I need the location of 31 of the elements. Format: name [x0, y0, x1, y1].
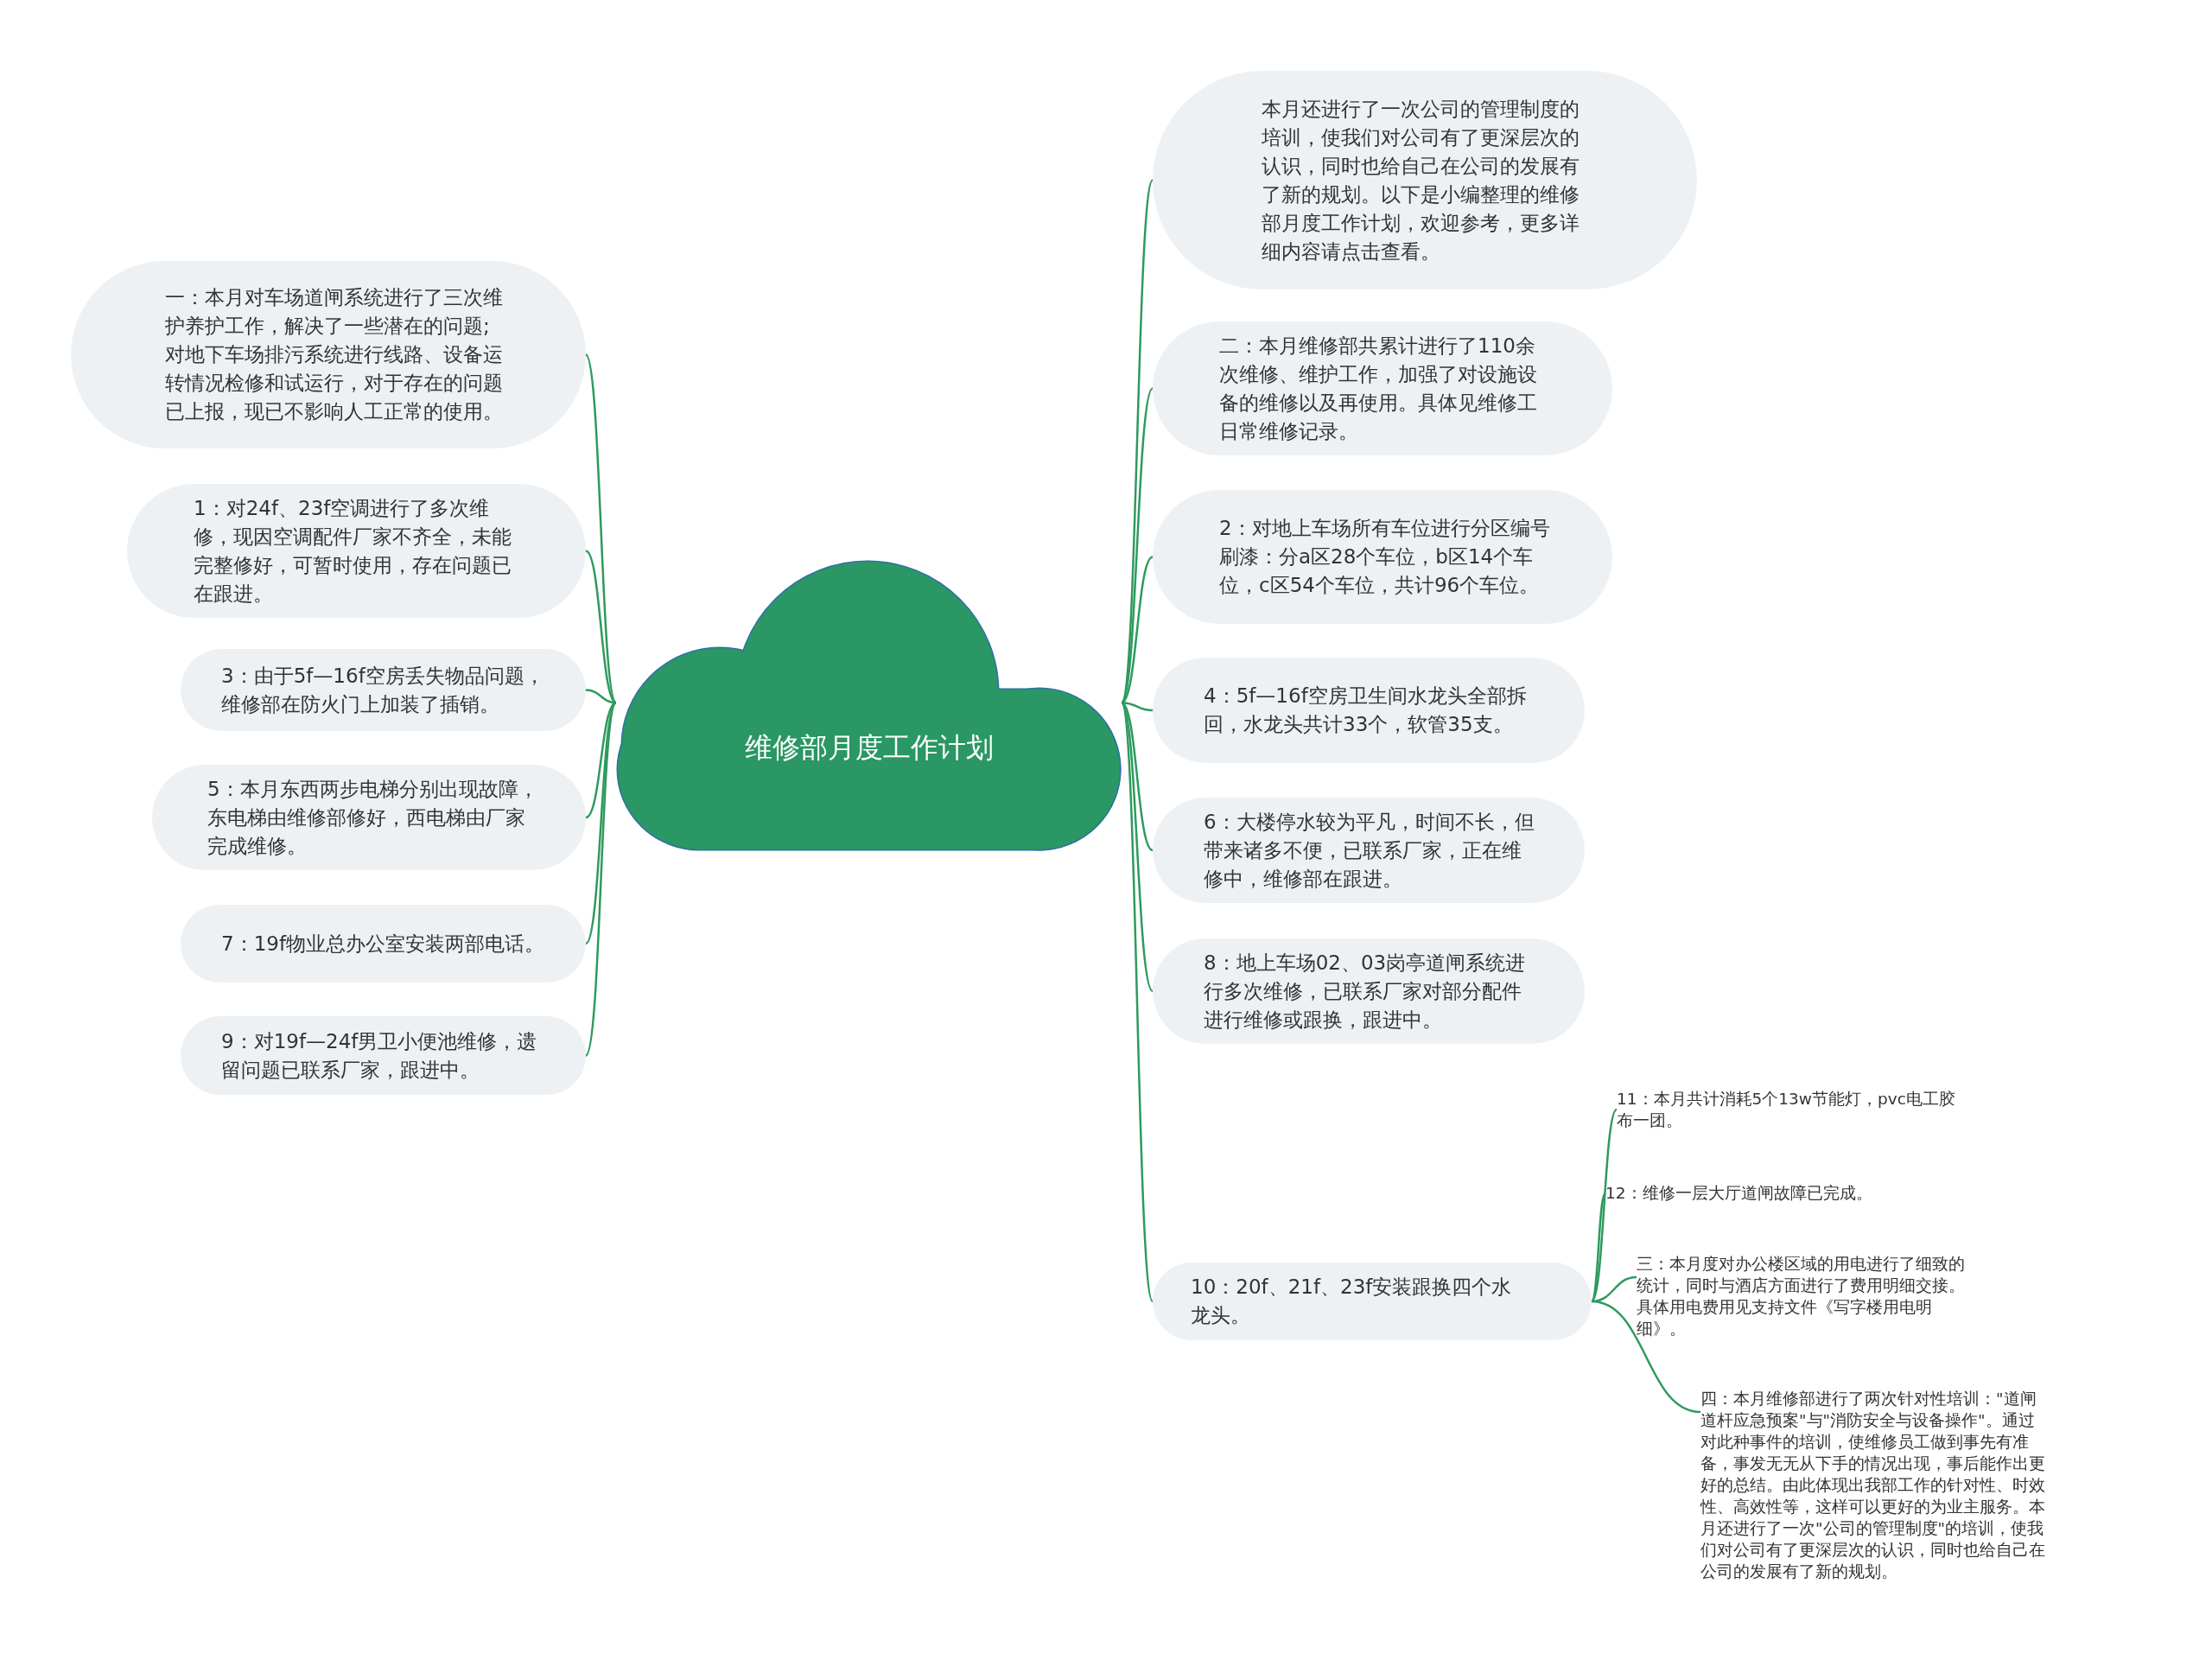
- topic-text: 本月还进行了一次公司的管理制度的培训，使我们对公司有了更深层次的认识，同时也给自己在公司的发展有了新的规划。以下是小编整理的维修部月度工作计划，欢迎参考，更多详细内容请点击查看。: [1262, 96, 1580, 264]
- note-text: 12：维修一层大厅道闸故障已完成。: [1605, 1182, 1891, 1204]
- connector-line: [1120, 180, 1154, 703]
- topic-text: 6：大楼停水较为平凡，时间不长，但带来诸多不便，已联系厂家，正在维修中，维修部在跟进。: [1204, 809, 1535, 892]
- topic-text: 9：对19f—24f男卫小便池维修，遗留问题已联系厂家，跟进中。: [221, 1028, 538, 1083]
- connector-line: [1121, 556, 1154, 704]
- topic-text: 5：本月东西两步电梯分别出现故障，东电梯由维修部修好，西电梯由厂家完成维修。: [207, 776, 539, 859]
- topic-text: 7：19f物业总办公室安装两部电话。: [221, 931, 545, 957]
- connector-line: [1591, 1192, 1606, 1302]
- note-text: 四：本月维修部进行了两次针对性培训："道闸道杆应急预案"与"消防安全与设备操作"。通过对此种事件的培训，使维修员工做到事先有准备，事发无无从下手的情况出现，事后能作出更好的总结。由此体现出我部工作的针对性、时效性、高效性等，这样可以更好的为业主服务。本月还进行了一次"公司的管理制度"的培训，使我们对公司有了更深层次的认识，同时也给自己在公司的发展有了新的规划。: [1700, 1388, 2046, 1582]
- connector-line: [1120, 387, 1154, 703]
- connector-line: [1121, 701, 1154, 712]
- topic-text: 8：地上车场02、03岗亭道闸系统进行多次维修，已联系厂家对部分配件进行维修或跟换，跟进中。: [1204, 950, 1527, 1033]
- topic-text: 二：本月维修部共累计进行了110余次维修、维护工作，加强了对设施设备的维修以及再使用。具体见维修工日常维修记录。: [1219, 333, 1538, 444]
- topic-text: 4：5f—16f空房卫生间水龙头全部拆回，水龙头共计33个，软管35支。: [1204, 684, 1528, 737]
- central-topic-text: 维修部月度工作计划: [743, 730, 995, 765]
- note-text: 11：本月共计消耗5个13w节能灯，pvc电工胶布一团。: [1617, 1088, 1955, 1131]
- connector-line: [584, 353, 618, 703]
- topic-text: 一：本月对车场道闸系统进行了三次维护养护工作，解决了一些潜在的问题;对地下车场排污系统进行线路、设备运转情况检修和试运行，对于存在的问题已上报，现已不影响人工正常的使用。: [165, 285, 504, 424]
- connector-line: [1120, 702, 1154, 1302]
- connector-line: [585, 689, 617, 704]
- connector-line: [584, 702, 618, 1057]
- topic-text: 1：对24f、23f空调进行了多次维修，现因空调配件厂家不齐全，未能完整修好，可暂时使用，存在问题已在跟进。: [194, 495, 512, 607]
- topic-text: 3：由于5f—16f空房丢失物品问题，维修部在防火门上加装了插销。: [221, 663, 545, 717]
- connector-line: [1591, 1300, 1701, 1414]
- topic-text: 2：对地上车场所有车位进行分区编号刷漆：分a区28个车位，b区14个车位，c区54个车位，共计96个车位。: [1219, 516, 1551, 598]
- connector-line: [585, 550, 617, 704]
- connector-line: [585, 702, 617, 944]
- topic-text: 10：20f、21f、23f安装跟换四个水龙头。: [1191, 1275, 1513, 1328]
- connector-line: [1121, 702, 1154, 851]
- note-text: 三：本月度对办公楼区域的用电进行了细致的统计，同时与酒店方面进行了费用明细交接。具体用电费用见支持文件《写字楼用电明细》。: [1637, 1253, 1980, 1339]
